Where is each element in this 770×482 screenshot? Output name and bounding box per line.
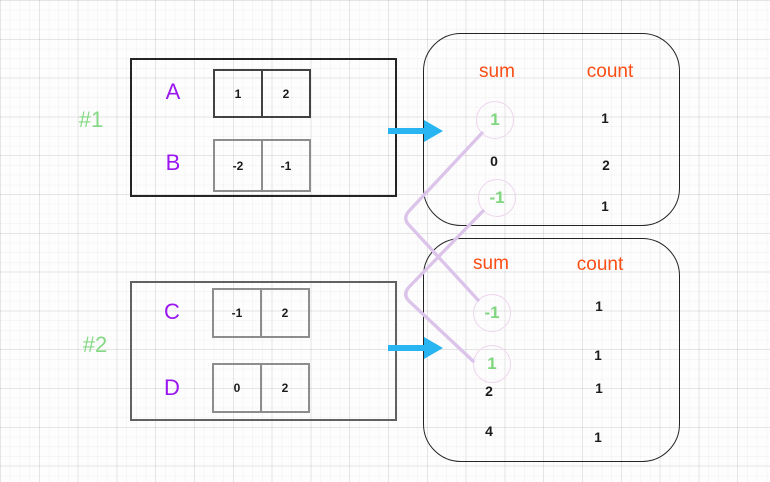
array-a-cell-1: 2 [261,69,311,118]
group-2-box [130,281,397,421]
group-2-label: #2 [82,332,108,357]
group-1-sum-circled-3: -1 [478,179,516,217]
array-c-label: C [164,299,180,324]
group-2-sum-4: 4 [485,423,493,439]
group-2-count-4: 1 [594,430,602,445]
group-1-count-2: 2 [602,158,610,173]
array-c-cell-0: -1 [212,288,262,338]
array-a-label: A [165,79,181,104]
group-1-box [130,58,397,197]
group-1-count-header: count [586,61,634,82]
group-2-sum-circled-2: 1 [473,345,511,383]
group-2-count-header: count [576,254,624,275]
group-2-sum-3: 2 [485,383,493,399]
group-2-count-1: 1 [595,299,603,314]
group-2-sum-header: sum [473,253,509,274]
group-1-label: #1 [78,107,104,132]
array-c-cell-1: 2 [260,288,310,338]
array-a-cell-0: 1 [213,69,263,118]
array-b-cell-0: -2 [213,139,263,192]
array-b-label: B [165,150,181,175]
array-d-cell-1: 2 [260,363,310,413]
group-1-sum-header: sum [479,61,515,82]
group-1-count-1: 1 [601,111,609,126]
array-d-cells: 0 2 [212,363,310,413]
array-c-cells: -1 2 [212,288,310,338]
array-b-cell-1: -1 [261,139,311,192]
group-1-sum-circled-1: 1 [476,101,514,139]
group-1-count-3: 1 [601,199,609,214]
group-2-sum-circled-1: -1 [473,294,511,332]
array-b-cells: -2 -1 [213,139,311,192]
group-1-sum-2: 0 [490,153,498,169]
group-2-count-3: 1 [595,381,603,396]
array-d-cell-0: 0 [212,363,262,413]
array-a-cells: 1 2 [213,69,311,118]
array-d-label: D [164,375,180,400]
group-2-count-2: 1 [594,348,602,363]
